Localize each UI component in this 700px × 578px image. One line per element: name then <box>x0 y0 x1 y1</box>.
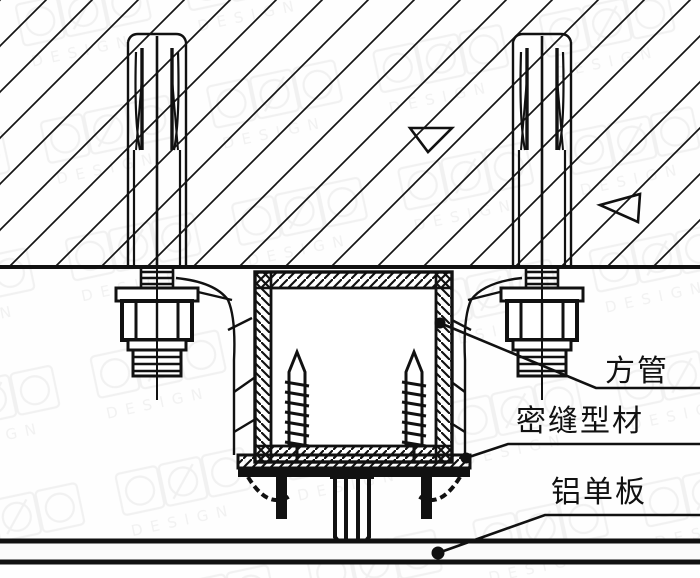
hanger-bolt-nut-right <box>499 267 585 400</box>
section-arrow-upper-left <box>407 126 456 154</box>
self-tapping-screw-right <box>401 347 427 462</box>
leader-line-fangguan <box>434 317 700 390</box>
leader-line-mifeng <box>460 442 700 464</box>
hanger-bolt-nut-left <box>114 267 200 400</box>
concrete-slab <box>0 0 700 269</box>
leader-line-lvdanban <box>431 513 700 560</box>
aluminum-single-panel <box>0 538 700 565</box>
expansion-anchor-right <box>511 32 573 267</box>
connector-bracket-left <box>175 276 255 455</box>
seam-stem-right <box>421 477 432 519</box>
seam-stem-left <box>276 477 287 519</box>
self-tapping-screw-left <box>284 347 310 462</box>
tight-seam-extrusion <box>236 453 472 562</box>
expansion-anchor-left <box>126 32 188 267</box>
section-arrow-lower-right <box>596 192 642 224</box>
